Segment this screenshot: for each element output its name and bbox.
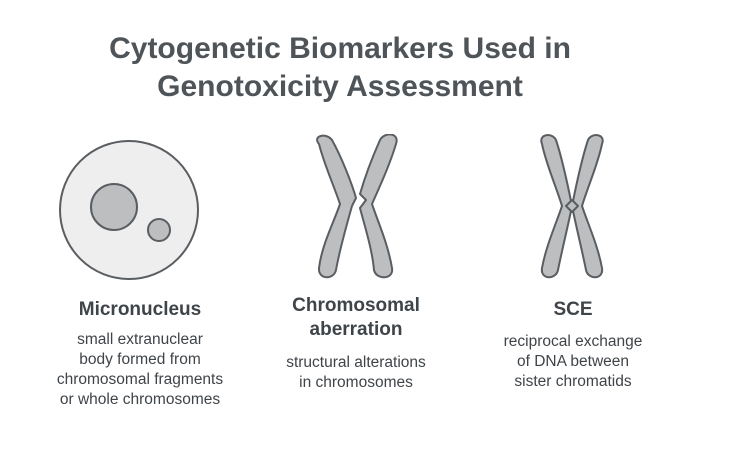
aberration-desc-line-1: structural alterations (286, 354, 426, 371)
micronucleus-desc-line-3: chromosomal fragments (56, 371, 224, 388)
sce-panel: SCE reciprocal exchange of DNA between s… (478, 134, 668, 392)
chromosomal-aberration-description: structural alterations in chromosomes (256, 353, 456, 393)
diagram-title: Cytogenetic Biomarkers Used in Genotoxic… (0, 30, 680, 106)
sce-description: reciprocal exchange of DNA between siste… (478, 332, 668, 392)
micronucleus-desc-line-1: small extranuclear (77, 331, 203, 348)
chromosomal-aberration-label: Chromosomal aberration (256, 294, 456, 342)
micronucleus-panel: Micronucleus small extranuclear body for… (40, 140, 240, 410)
cell-with-micronucleus-icon (59, 140, 199, 280)
chromosomal-aberration-panel: Chromosomal aberration structural altera… (256, 134, 456, 393)
aberration-label-line-2: aberration (309, 319, 403, 340)
micronucleus-label-line: Micronucleus (78, 299, 202, 320)
title-line-1: Cytogenetic Biomarkers Used in (109, 32, 571, 65)
micronucleus-description: small extranuclear body formed from chro… (40, 330, 240, 410)
micronucleus-desc-line-2: body formed from (79, 351, 201, 368)
sce-desc-line-1: reciprocal exchange (503, 333, 643, 350)
aberration-desc-line-2: in chromosomes (299, 374, 413, 391)
sce-label: SCE (478, 298, 668, 322)
broken-chromosome-icon (316, 134, 398, 279)
chromosome-exchange-icon (540, 134, 604, 279)
title-line-2: Genotoxicity Assessment (157, 70, 523, 103)
aberration-label-line-1: Chromosomal (292, 295, 420, 316)
sce-label-line: SCE (553, 299, 593, 320)
micronucleus-desc-line-4: or whole chromosomes (59, 391, 221, 408)
micronucleus-label: Micronucleus (40, 298, 240, 322)
sce-desc-line-2: of DNA between (516, 353, 629, 370)
sce-desc-line-3: sister chromatids (514, 373, 632, 390)
